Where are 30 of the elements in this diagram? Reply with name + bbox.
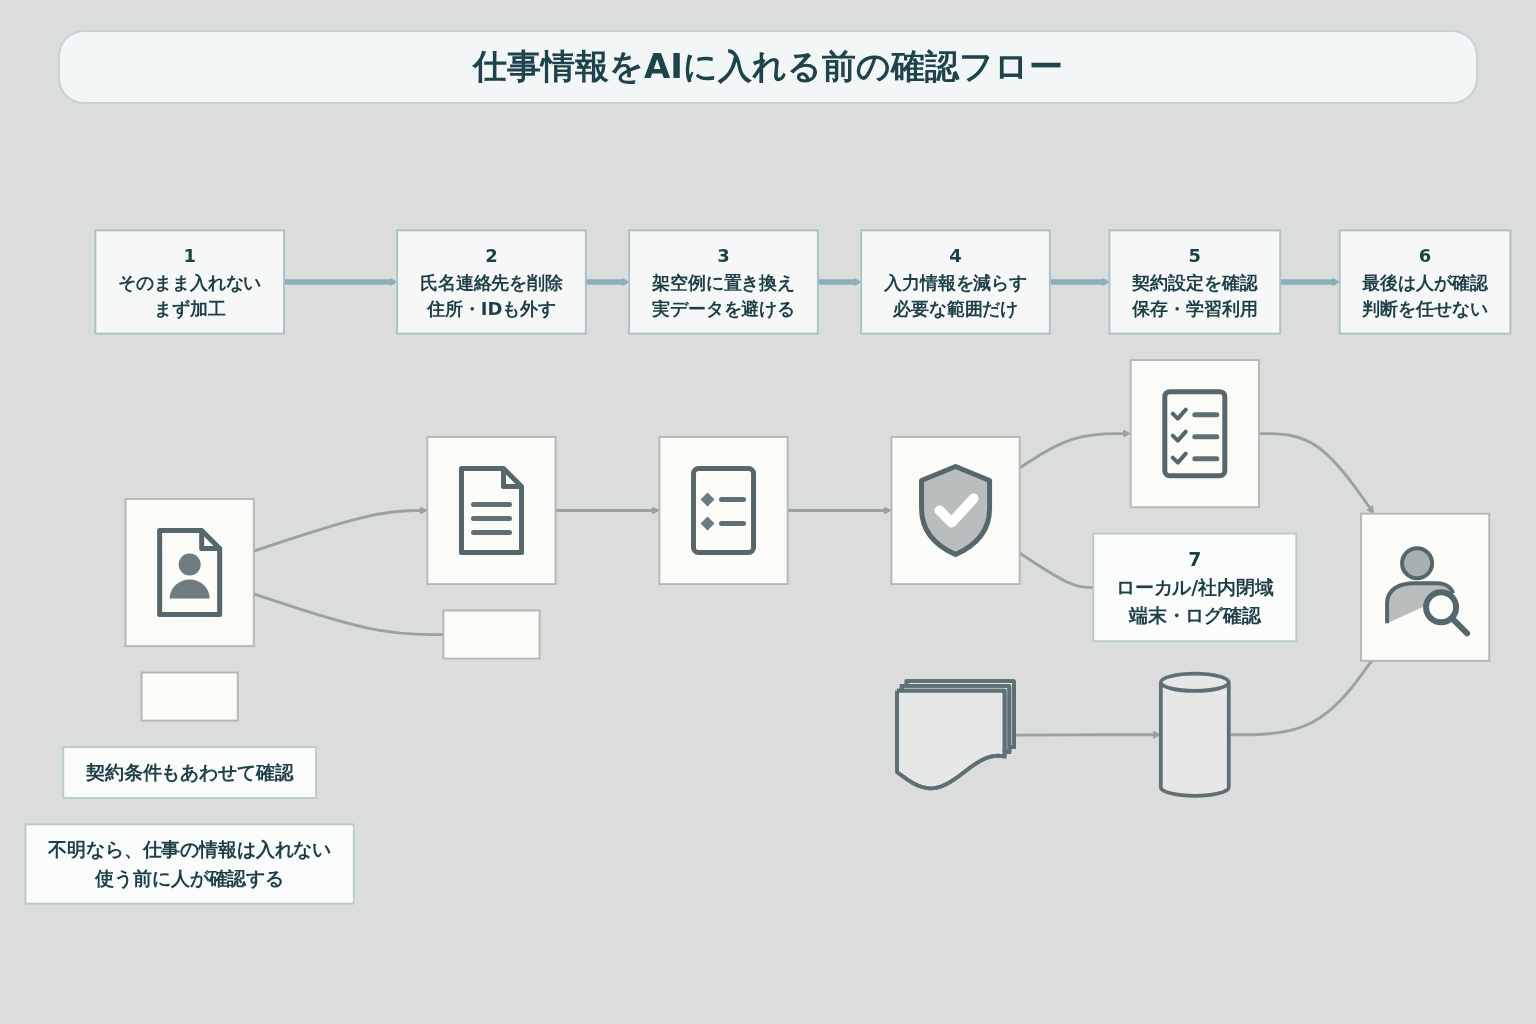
arrow [1014, 730, 1162, 739]
arrow [787, 506, 892, 515]
node-box [140, 671, 239, 722]
node-box: 契約条件もあわせて確認 [62, 746, 317, 799]
node-box: 7 ローカル/社内閉域 端末・ログ確認 [1092, 532, 1298, 643]
node-box: 4 入力情報を減らす 必要な範囲だけ [860, 229, 1051, 335]
node-picture [658, 436, 789, 586]
node-picture [124, 498, 255, 648]
connector [1228, 660, 1373, 737]
arrow [555, 506, 660, 515]
node-box: 2 氏名連絡先を削除 住所・IDも外す [396, 229, 587, 335]
arrow [284, 277, 398, 287]
arrow [817, 277, 862, 287]
node-picture [1129, 359, 1260, 509]
node-box: 6 最後は人が確認 判断を任せない [1338, 229, 1512, 335]
arrow [1049, 277, 1110, 287]
node-picture [890, 436, 1021, 586]
arrow [1258, 432, 1375, 515]
node-box: 不明なら、仕事の情報は入れない 使う前に人が確認する [24, 823, 355, 905]
node-box [442, 609, 541, 660]
title: 仕事情報をAIに入れる前の確認フロー [58, 30, 1478, 104]
node-box: 3 架空例に置き換え 実データを避ける [628, 229, 819, 335]
node-cylinder [1158, 671, 1231, 798]
node-box: 5 契約設定を確認 保存・学習利用 [1108, 229, 1282, 335]
arrow [253, 506, 428, 553]
connector [253, 592, 444, 636]
arrow [585, 277, 630, 287]
node-picture [426, 436, 557, 586]
node-box: 1 そのまま入れない まず加工 [94, 229, 285, 335]
node-picture [1360, 512, 1491, 662]
